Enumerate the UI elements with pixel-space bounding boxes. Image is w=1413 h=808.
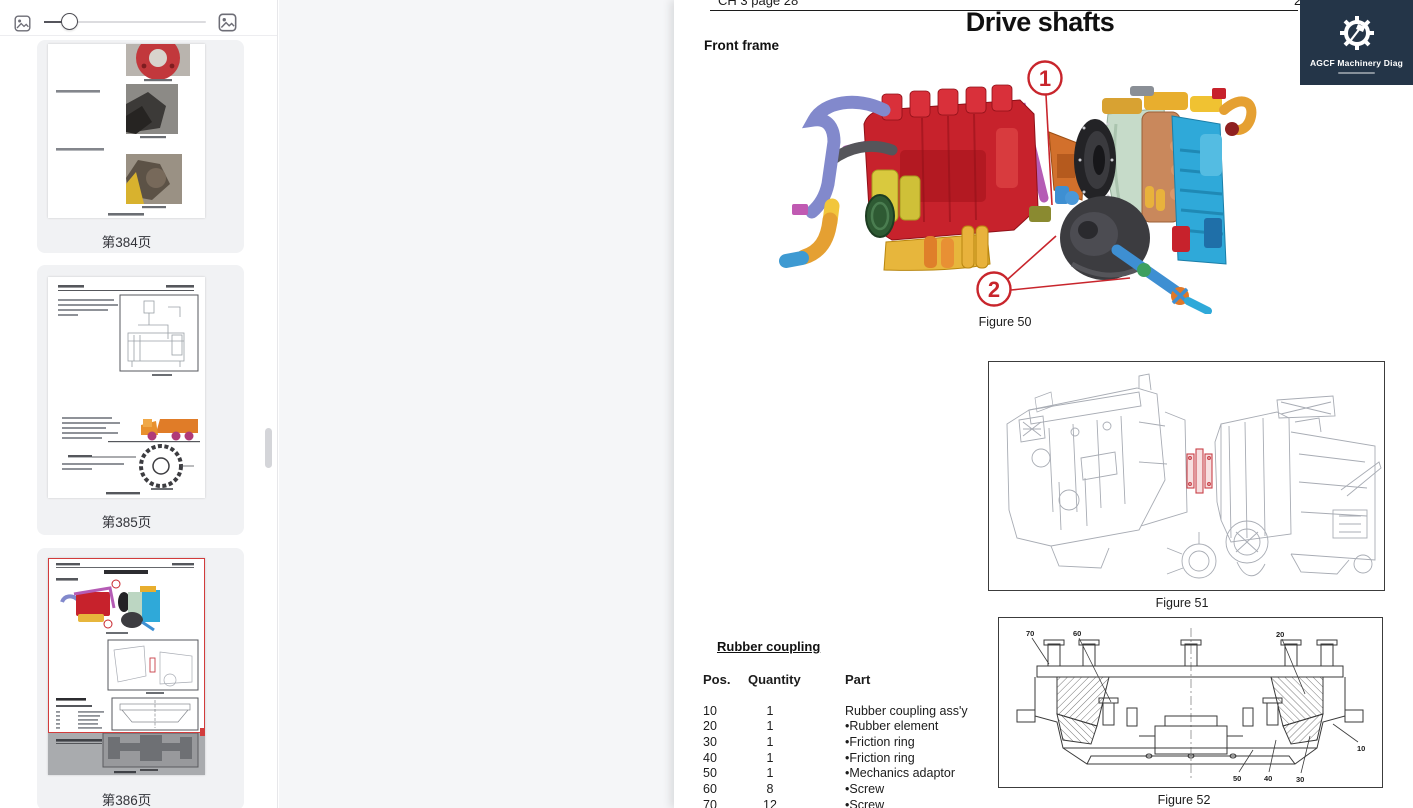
cell-qty: 1: [766, 703, 774, 718]
table-row: 10 1 Rubber coupling ass'y: [703, 704, 993, 720]
rubber-coupling-heading: Rubber coupling: [717, 639, 821, 654]
current-view-indicator[interactable]: [48, 558, 205, 736]
brand-title: AGCF Machinery Diag: [1309, 58, 1404, 68]
thumbnail-offscreen-dim: [48, 733, 205, 775]
view-indicator-handle[interactable]: [200, 728, 205, 736]
slider-fill: [44, 21, 64, 23]
thumbnail-page-385: [48, 277, 205, 498]
cell-qty: 1: [766, 766, 774, 781]
thumbnail-list: 第384页: [0, 36, 277, 808]
table-row: 70 12 •Screw: [703, 798, 993, 808]
table-header-row: Pos. Quantity Part: [703, 672, 993, 688]
thumbnail-386-dim-sketch: [56, 733, 199, 774]
cell-part: •Rubber element: [845, 719, 939, 734]
rubber-coupling-table: Pos. Quantity Part 10 1 Rubber coupling …: [703, 672, 993, 808]
thumbnail-386-sketch: [56, 563, 199, 734]
brand-watermark: AGCF Machinery Diag: [1300, 0, 1413, 85]
thumbnail-large-icon[interactable]: [218, 13, 237, 32]
page-header-rule: [710, 10, 1298, 11]
cell-part: Rubber coupling ass'y: [845, 703, 968, 718]
figure-52-image: 70 60 20 10 50 40 30: [1016, 628, 1365, 784]
cell-pos: 70: [703, 797, 717, 808]
figure-52-caption: Figure 52: [1157, 793, 1211, 807]
table-row: 20 1 •Rubber element: [703, 719, 993, 735]
cell-pos: 20: [703, 719, 717, 734]
table-row: 30 1 •Friction ring: [703, 735, 993, 751]
table-row: 50 1 •Mechanics adaptor: [703, 766, 993, 782]
col-pos: Pos.: [703, 672, 731, 687]
thumbnail-sidebar: 第384页: [0, 0, 278, 808]
col-qty: Quantity: [748, 672, 801, 687]
cell-pos: 40: [703, 750, 717, 765]
cell-part: •Friction ring: [845, 750, 915, 765]
section-subtitle: Front frame: [704, 38, 780, 53]
table-row: 40 1 •Friction ring: [703, 751, 993, 767]
document-page: CH 3 page 28 2 Drive shafts Front frame: [674, 0, 1413, 808]
cell-qty: 1: [766, 750, 774, 765]
page-header-right-fragment: 2: [1294, 0, 1302, 8]
thumbnail-page-384: [48, 44, 205, 218]
cell-qty: 12: [763, 797, 777, 808]
sidebar-scrollbar-thumb[interactable]: [265, 428, 272, 468]
fig52-label-60: 60: [1073, 629, 1081, 638]
cell-part: •Screw: [845, 782, 885, 797]
thumbnail-label-384: 第384页: [101, 235, 152, 250]
callout-1: 1: [1039, 66, 1051, 91]
brand-tagline: [1338, 72, 1375, 74]
fig52-label-10: 10: [1357, 744, 1365, 753]
cell-pos: 60: [703, 782, 717, 797]
table-row: 60 8 •Screw: [703, 782, 993, 798]
figure-50-caption: Figure 50: [978, 315, 1032, 329]
callout-2: 2: [988, 277, 1000, 302]
gear-hammer-icon: [1340, 16, 1374, 50]
figure-50-image: 1 2: [779, 60, 1257, 314]
image-icon: [14, 15, 31, 32]
thumbnail-card-385[interactable]: 第385页: [37, 265, 244, 535]
fig52-label-70: 70: [1026, 629, 1034, 638]
thumbnail-small-icon[interactable]: [14, 15, 31, 32]
page-title: Drive shafts: [965, 7, 1115, 37]
thumbnail-label-385: 第385页: [101, 515, 152, 530]
thumbnail-384-sketch: [56, 44, 190, 216]
cell-pos: 50: [703, 766, 717, 781]
col-part: Part: [845, 672, 871, 687]
fig52-label-50: 50: [1233, 774, 1241, 783]
cell-pos: 10: [703, 703, 717, 718]
cell-qty: 8: [766, 782, 774, 797]
cell-part: •Mechanics adaptor: [845, 766, 955, 781]
thumbnail-size-slider[interactable]: [44, 21, 206, 23]
fig52-label-40: 40: [1264, 774, 1272, 783]
thumbnail-size-slider-knob[interactable]: [61, 13, 78, 30]
cell-qty: 1: [766, 735, 774, 750]
thumbnail-label-386: 第386页: [101, 793, 152, 808]
thumbnail-card-384[interactable]: 第384页: [37, 40, 244, 253]
thumbnail-card-386[interactable]: 第386页: [37, 548, 244, 808]
fig52-label-30: 30: [1296, 775, 1304, 784]
thumbnail-toolbar: [0, 0, 277, 36]
cell-part: •Friction ring: [845, 735, 915, 750]
fig52-label-20: 20: [1276, 630, 1284, 639]
thumbnail-page-386: [48, 558, 205, 775]
thumbnail-385-sketch: [58, 285, 200, 495]
figure-52-frame: 70 60 20 10 50 40 30: [998, 617, 1383, 788]
cell-part: •Screw: [845, 797, 885, 808]
figure-51-frame: [988, 361, 1385, 591]
image-icon: [218, 13, 237, 32]
figure-51-image: [1006, 373, 1382, 579]
cell-pos: 30: [703, 735, 717, 750]
cell-qty: 1: [766, 719, 774, 734]
figure-51-caption: Figure 51: [1155, 596, 1209, 610]
page-header-left: CH 3 page 28: [718, 0, 799, 8]
document-viewport: CH 3 page 28 2 Drive shafts Front frame: [279, 0, 1413, 808]
